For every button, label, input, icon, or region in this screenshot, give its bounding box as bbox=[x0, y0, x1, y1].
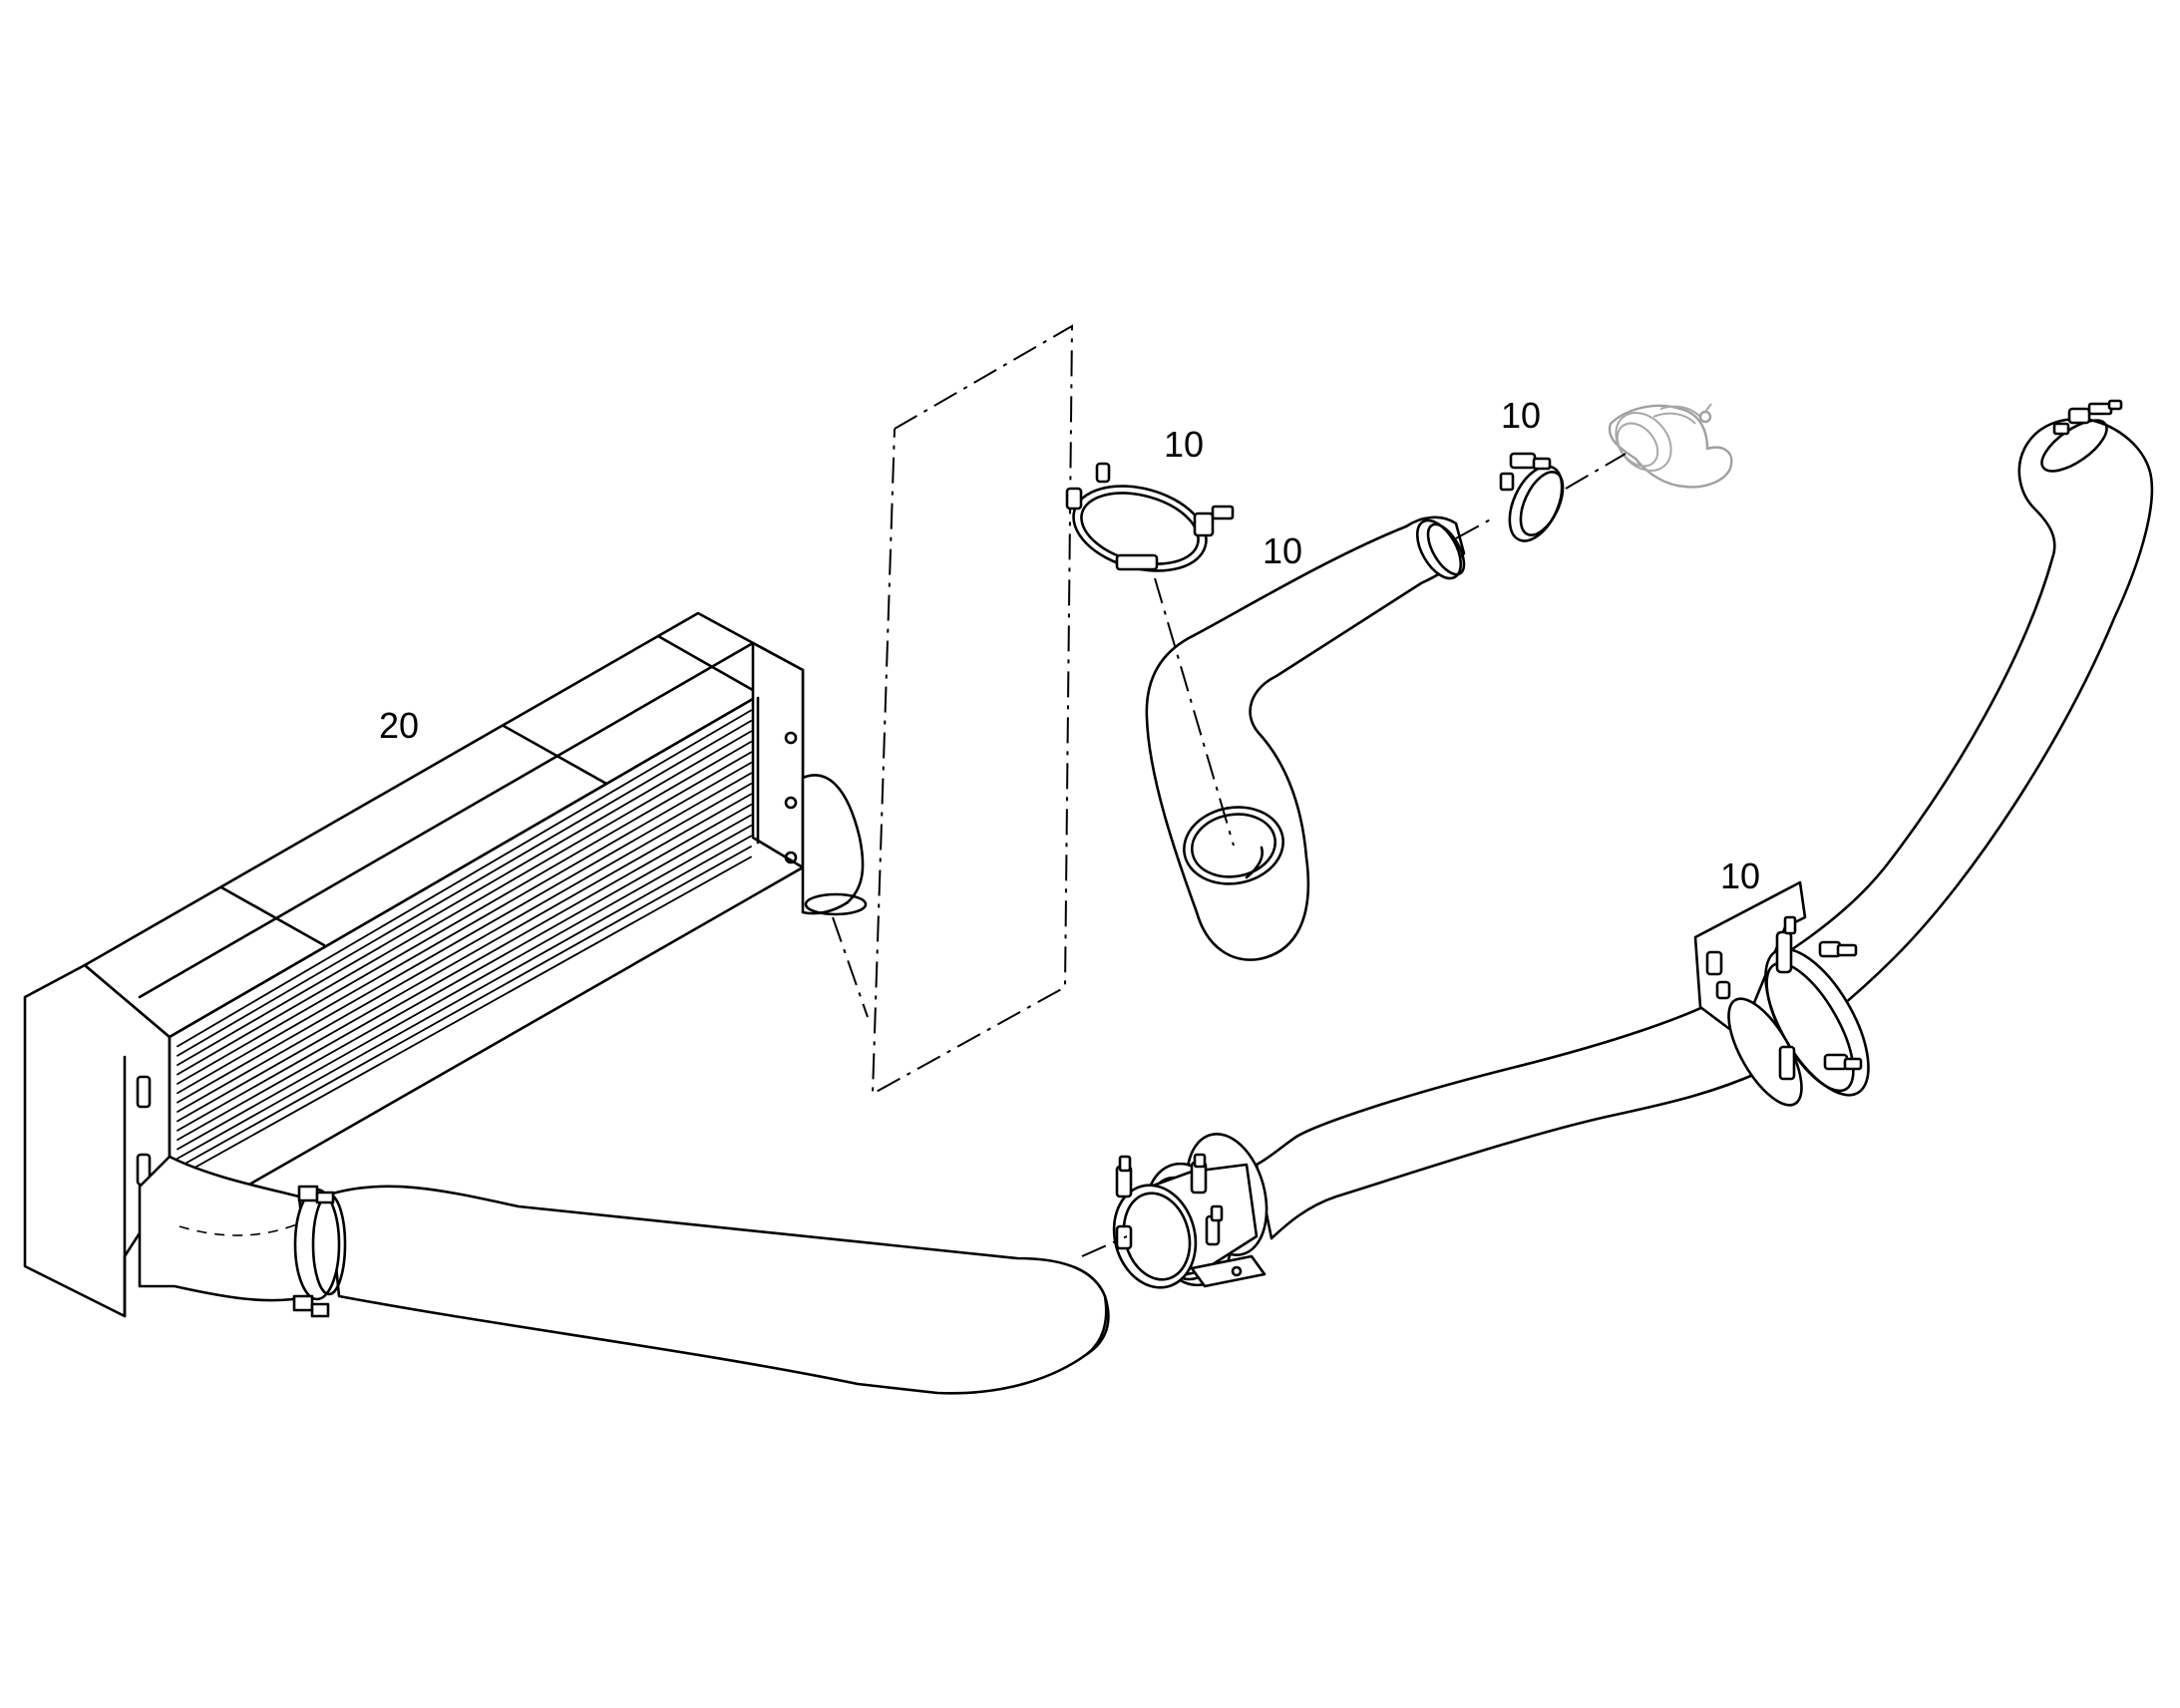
fin-line bbox=[177, 855, 752, 1179]
fin-line bbox=[177, 772, 752, 1104]
fin-line bbox=[177, 741, 752, 1076]
fin-line bbox=[177, 835, 752, 1160]
callout-upper-pipe: 10 bbox=[1263, 530, 1302, 571]
small-clamp bbox=[1499, 452, 1565, 542]
lower-hose bbox=[327, 1185, 1110, 1395]
axis-lines bbox=[832, 453, 1627, 1257]
turbo-outlet-fitting bbox=[1608, 403, 1733, 489]
fin-line bbox=[177, 720, 752, 1057]
callout-clamp-top: 10 bbox=[1164, 424, 1204, 465]
fin-line bbox=[177, 751, 752, 1085]
fin-line bbox=[177, 814, 752, 1142]
left-coupling bbox=[1112, 1133, 1269, 1289]
intercooler bbox=[23, 611, 868, 1318]
assembly-boundary bbox=[871, 324, 1074, 1096]
upper-elbow-pipe bbox=[1145, 515, 1466, 961]
upper-clamp bbox=[1065, 462, 1235, 572]
callout-clamp-small: 10 bbox=[1501, 395, 1541, 436]
fin-line bbox=[177, 825, 752, 1151]
cooler-fins bbox=[177, 709, 752, 1179]
fin-line bbox=[177, 846, 752, 1170]
callout-right-hose: 10 bbox=[1720, 855, 1760, 896]
fin-line bbox=[177, 783, 752, 1113]
fin-line bbox=[177, 762, 752, 1095]
right-coupling bbox=[1693, 880, 1870, 1107]
fin-line bbox=[177, 804, 752, 1132]
center-pipe bbox=[1255, 998, 1762, 1240]
callout-intercooler: 20 bbox=[379, 705, 419, 746]
fin-line bbox=[177, 709, 752, 1048]
fin-line bbox=[177, 793, 752, 1123]
fin-line bbox=[177, 730, 752, 1067]
